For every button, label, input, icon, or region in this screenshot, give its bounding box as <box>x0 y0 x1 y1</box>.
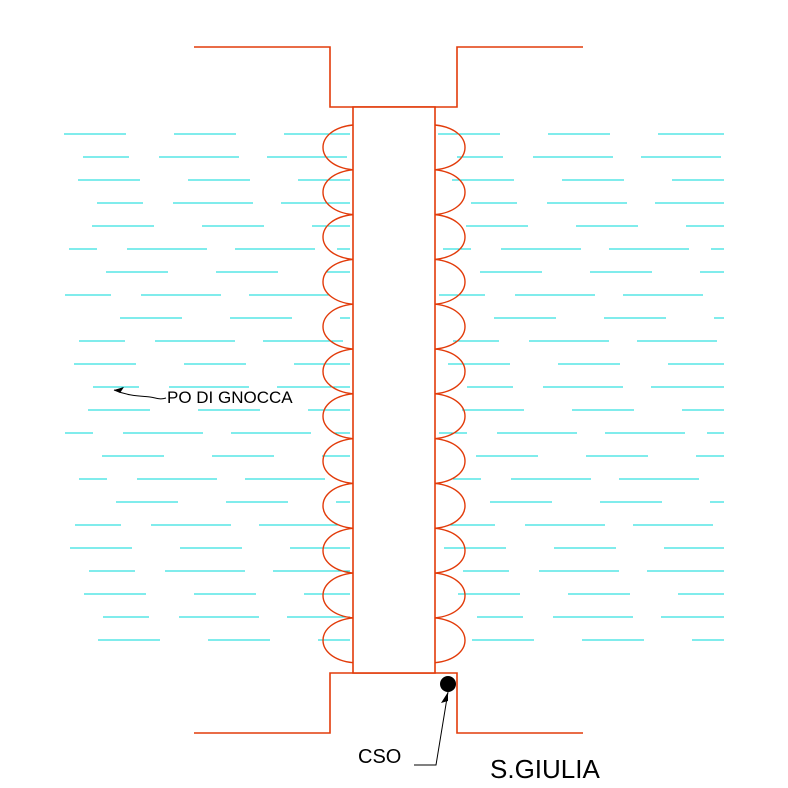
place-label: S.GIULIA <box>490 754 600 784</box>
pier-scallop-right <box>434 437 466 485</box>
pier-scallop-right <box>434 393 466 440</box>
cso-leader-arrowhead <box>441 692 448 703</box>
pier-scallop-right <box>434 124 466 171</box>
pier-scallop-right <box>434 617 466 664</box>
pier-scallop-left <box>322 527 354 574</box>
pier-scallop-right <box>434 169 466 216</box>
river-leader-arrowhead <box>114 387 124 393</box>
pier-scallop-right <box>434 527 466 574</box>
pier-scallop-left <box>322 169 354 216</box>
pier-scallop-left <box>322 482 354 529</box>
pier-scallops <box>322 124 466 664</box>
pier-scallop-left <box>322 348 354 395</box>
pier-scallop-left <box>322 617 354 664</box>
pier-scallop-right <box>434 482 466 529</box>
cso-label: CSO <box>358 746 401 768</box>
bottom-bank-outline <box>194 672 583 734</box>
pier-scallop-left <box>322 303 354 350</box>
pier-scallop-left <box>322 437 354 485</box>
pier-scallop-left <box>322 124 354 171</box>
bridge-deck <box>352 106 436 674</box>
river-leader-line <box>113 389 167 400</box>
pier-scallop-left <box>322 572 354 619</box>
cso-leader-line <box>414 691 449 766</box>
cso-marker <box>440 676 456 692</box>
pier-scallop-left <box>322 393 354 440</box>
pier-scallop-right <box>434 348 466 395</box>
pier-scallop-right <box>434 572 466 619</box>
pier-scallop-right <box>434 303 466 350</box>
pier-scallop-right <box>434 213 466 261</box>
river-label: PO DI GNOCCA <box>167 388 293 407</box>
water-hatching <box>64 133 724 641</box>
pier-scallop-left <box>322 258 354 305</box>
top-bank-outline <box>194 46 583 108</box>
pier-scallop-left <box>322 213 354 261</box>
pier-scallop-right <box>434 258 466 305</box>
